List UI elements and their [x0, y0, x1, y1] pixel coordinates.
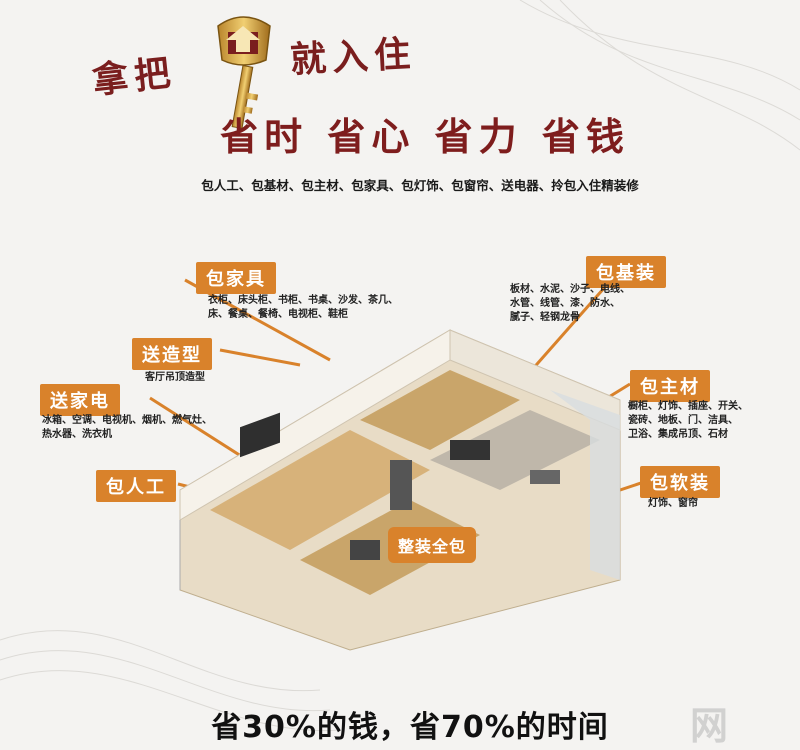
label-base-materials: 包基装 — [586, 256, 666, 288]
base-materials-description: 板材、水泥、沙子、电线、 水管、线管、漆、防水、 腻子、轻钢龙骨 — [510, 283, 630, 325]
label-main-materials: 包主材 — [630, 370, 710, 402]
ceiling-description: 客厅吊顶造型 — [145, 372, 205, 383]
bottom-slogan: 省30%的钱，省70%的时间 — [211, 710, 609, 745]
appliances-description: 冰箱、空调、电视机、烟机、燃气灶、 热水器、洗衣机 — [42, 414, 212, 442]
main-materials-description: 橱柜、灯饰、插座、开关、 瓷砖、地板、门、洁具、 卫浴、集成吊顶、石材 — [628, 400, 748, 442]
center-badge: 整装全包 — [388, 527, 477, 563]
main-desc-line2: 瓷砖、地板、门、洁具、 — [628, 415, 738, 426]
label-furniture: 包家具 — [196, 262, 276, 294]
main-desc-line3: 卫浴、集成吊顶、石材 — [628, 429, 728, 440]
label-soft-decor: 包软装 — [640, 466, 720, 498]
base-desc-line1: 板材、水泥、沙子、电线、 — [510, 284, 630, 295]
furniture-description: 衣柜、床头柜、书柜、书桌、沙发、茶几、 床、餐桌、餐椅、电视柜、鞋柜 — [208, 294, 398, 322]
soft-decor-description: 灯饰、窗帘 — [648, 498, 698, 509]
base-desc-line3: 腻子、轻钢龙骨 — [510, 312, 580, 323]
furniture-desc-line2: 床、餐桌、餐椅、电视柜、鞋柜 — [208, 309, 348, 320]
furniture-desc-line1: 衣柜、床头柜、书柜、书桌、沙发、茶几、 — [208, 295, 398, 306]
main-desc-line1: 橱柜、灯饰、插座、开关、 — [628, 401, 748, 412]
services-list: 包人工、包基材、包主材、包家具、包灯饰、包窗帘、送电器、拎包入住精装修 — [201, 178, 639, 193]
appliances-desc-line2: 热水器、洗衣机 — [42, 429, 112, 440]
watermark: 网 — [690, 704, 729, 748]
label-labor: 包人工 — [96, 470, 176, 502]
headline: 省时 省心 省力 省钱 — [220, 115, 630, 159]
apartment-floorplan-illustration — [179, 329, 621, 651]
appliances-desc-line1: 冰箱、空调、电视机、烟机、燃气灶、 — [42, 415, 212, 426]
label-ceiling: 送造型 — [132, 338, 212, 370]
base-desc-line2: 水管、线管、漆、防水、 — [510, 298, 620, 309]
label-appliances: 送家电 — [40, 384, 120, 416]
key-icon — [217, 16, 271, 129]
